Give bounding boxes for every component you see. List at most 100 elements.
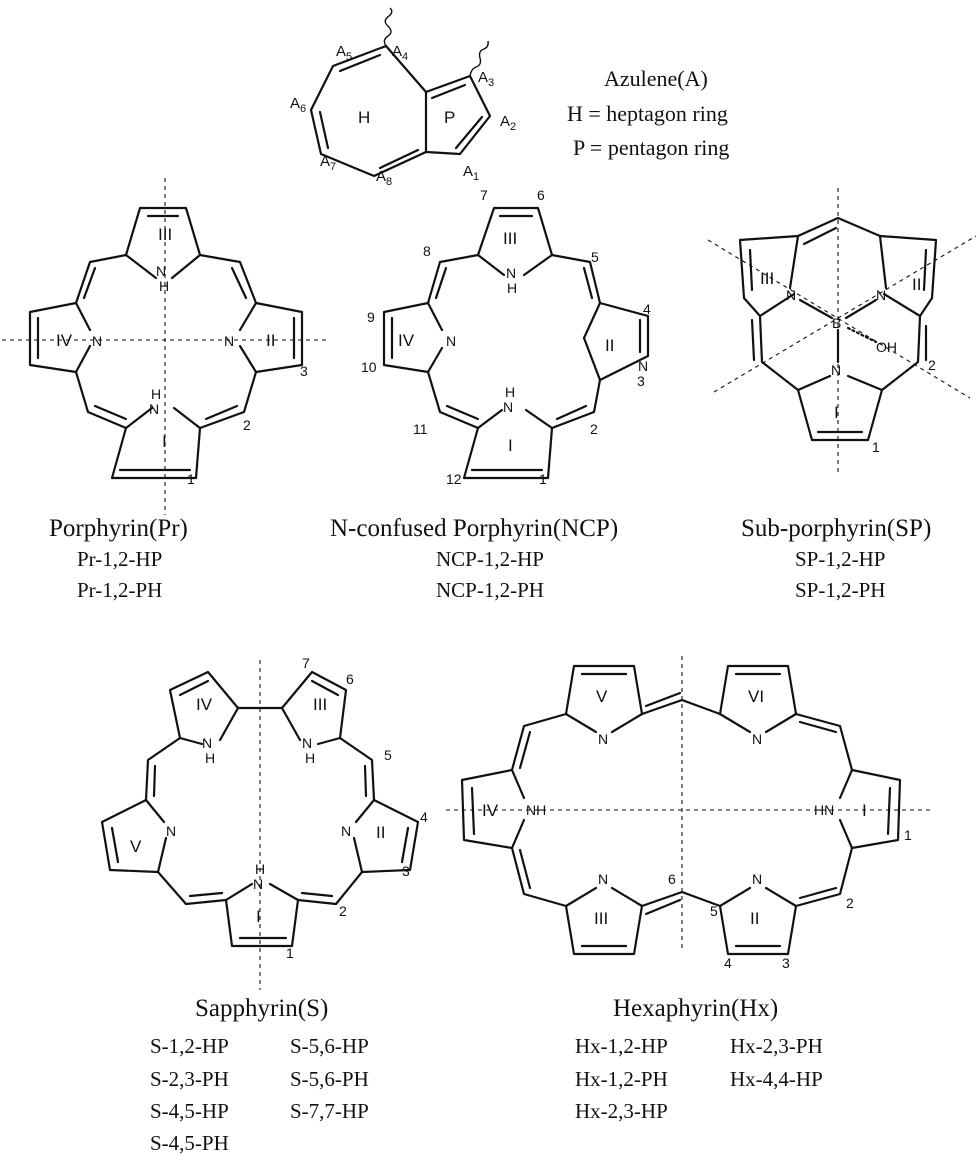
s-h-i: H [255, 861, 265, 877]
ncp-pos-6: 6 [537, 187, 545, 203]
sp-ring-i: I [834, 403, 839, 422]
pr-ring-ii: II [266, 331, 275, 350]
hx-pos-5: 5 [710, 903, 718, 919]
s-pos-3: 3 [402, 863, 410, 879]
ncp-ring-i: I [508, 436, 513, 455]
sapphyrin-title: Sapphyrin(S) [195, 995, 328, 1022]
atom-label-a6: A6 [290, 95, 306, 115]
atom-label-a8: A8 [376, 168, 392, 188]
sp-n-iii: N [786, 287, 796, 303]
sp-ring-iii: III [760, 269, 774, 288]
ncp-ring-ii: II [605, 336, 614, 355]
hx-ring-v: V [596, 687, 608, 706]
pr-ring-iii: III [158, 225, 172, 244]
sp-pos-1: 1 [872, 439, 880, 455]
atom-label-a2: A2 [500, 113, 516, 133]
ncp-pos-12: 12 [446, 471, 462, 487]
pr-n-iii: N [156, 263, 166, 279]
atom-label-a3: A3 [478, 69, 494, 89]
s-n-iv: N [202, 735, 212, 751]
ncp-h-iii: H [507, 280, 517, 296]
hx-isomer-1: Hx-1,2-HP [575, 1034, 668, 1058]
atom-label-a1: A1 [463, 163, 479, 183]
pr-n-i: N [149, 401, 159, 417]
azulene-ring-p: P [444, 108, 455, 127]
s-pos-6: 6 [346, 671, 354, 687]
hx-isomer-3: Hx-1,2-PH [575, 1067, 668, 1091]
hx-ring-iv: IV [482, 801, 499, 820]
s-pos-4: 4 [420, 809, 428, 825]
ncp-n-i: N [503, 399, 513, 415]
hexaphyrin-structure [446, 656, 930, 956]
s-isomer-3: S-2,3-PH [150, 1067, 229, 1091]
s-ring-ii: II [376, 823, 385, 842]
sp-ring-ii: II [912, 275, 921, 294]
atom-label-a5: A5 [336, 43, 352, 63]
ncp-n-ii: N [638, 358, 648, 374]
ncp-pos-10: 10 [361, 359, 377, 375]
s-n-v: N [166, 823, 176, 839]
s-pos-7: 7 [302, 655, 310, 671]
hx-isomer-2: Hx-2,3-PH [730, 1034, 823, 1058]
azulene-p-definition: P = pentagon ring [573, 135, 729, 160]
pr-isomer-2: Pr-1,2-PH [77, 578, 162, 602]
azulene-h-definition: H = heptagon ring [567, 101, 728, 126]
sp-n-ii: N [876, 287, 886, 303]
pr-n-ii: N [224, 333, 234, 349]
s-isomer-4: S-5,6-PH [290, 1067, 369, 1091]
hx-n-iii: N [598, 871, 608, 887]
hx-pos-1: 1 [904, 827, 912, 843]
hx-n-ii: N [752, 871, 762, 887]
hexaphyrin-title: Hexaphyrin(Hx) [613, 995, 778, 1022]
pr-h-i: H [151, 386, 161, 402]
ncp-pos-5: 5 [591, 249, 599, 265]
s-isomer-7: S-4,5-PH [150, 1131, 229, 1155]
ncp-pos-2: 2 [590, 421, 598, 437]
azulene-structure [309, 7, 492, 178]
s-n-iii: N [302, 735, 312, 751]
ncp-n-iii: N [506, 265, 516, 281]
pr-h-iii: H [159, 278, 169, 294]
hx-pos-3: 3 [782, 955, 790, 971]
pr-isomer-1: Pr-1,2-HP [77, 547, 162, 571]
ncp-pos-1: 1 [539, 471, 547, 487]
ncp-pos-4: 4 [643, 301, 651, 317]
hx-pos-6: 6 [668, 871, 676, 887]
hx-ring-i: I [862, 801, 867, 820]
ncp-isomer-1: NCP-1,2-HP [436, 547, 544, 571]
pr-n-iv: N [92, 333, 102, 349]
ncp-ring-iv: IV [398, 331, 415, 350]
porphyrin-title: Porphyrin(Pr) [49, 515, 188, 542]
s-h-iv: H [205, 750, 215, 766]
ncp-pos-9: 9 [367, 309, 375, 325]
azulene-title: Azulene(A) [604, 66, 708, 91]
s-pos-2: 2 [339, 903, 347, 919]
ncp-pos-8: 8 [423, 243, 431, 259]
hx-n-v: N [598, 731, 608, 747]
pr-pos-1: 1 [187, 471, 195, 487]
hx-pos-2: 2 [846, 895, 854, 911]
hx-ring-vi: VI [748, 687, 764, 706]
s-isomer-2: S-5,6-HP [290, 1034, 369, 1058]
ncp-ring-iii: III [503, 229, 517, 248]
sp-hydroxyl: OH [876, 339, 897, 355]
sp-n-i: N [831, 362, 841, 378]
s-ring-i: I [256, 907, 261, 926]
sapphyrin-structure [100, 660, 420, 990]
s-h-iii: H [305, 750, 315, 766]
sp-isomer-1: SP-1,2-HP [795, 547, 885, 571]
s-ring-v: V [130, 837, 142, 856]
atom-label-a4: A4 [392, 43, 408, 63]
ncp-isomer-2: NCP-1,2-PH [436, 578, 544, 602]
hx-isomer-5: Hx-2,3-HP [575, 1099, 668, 1123]
s-ring-iv: IV [196, 695, 213, 714]
pr-ring-i: I [162, 432, 167, 451]
hx-ring-iii: III [594, 909, 608, 928]
s-isomer-5: S-4,5-HP [150, 1099, 229, 1123]
atom-label-a7: A7 [320, 153, 336, 173]
hx-n-vi: N [752, 731, 762, 747]
pr-pos-2: 2 [243, 417, 251, 433]
ncp-pos-3: 3 [637, 373, 645, 389]
ncp-pos-7: 7 [480, 187, 488, 203]
